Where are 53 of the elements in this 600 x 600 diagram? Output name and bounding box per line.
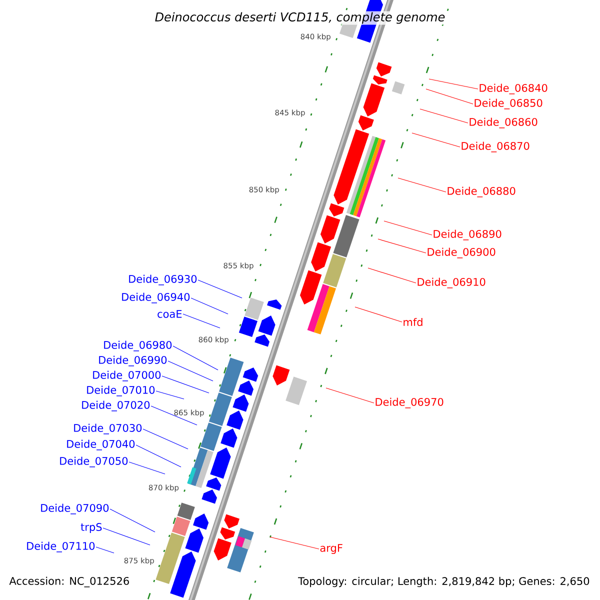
gene-label: Deide_07040: [67, 440, 135, 450]
leader-line: [142, 428, 188, 450]
gene-label: argF: [320, 544, 342, 554]
gene-label: Deide_07020: [82, 400, 150, 412]
gene-label: Deide_07030: [74, 424, 142, 434]
leader-line: [428, 78, 478, 90]
leader-line: [190, 298, 228, 314]
leader-line: [182, 314, 220, 328]
leader-line: [172, 346, 218, 370]
gene-label: Deide_06990: [99, 356, 167, 366]
leader-line: [384, 220, 432, 236]
leader-line: [198, 280, 242, 298]
gene-label: trpS: [80, 523, 102, 533]
gene-label: Deide_07010: [87, 386, 155, 396]
gene-label: mfd: [404, 318, 422, 326]
gene-label: Deide_06870: [462, 142, 530, 152]
leader-line: [354, 306, 402, 322]
gene-label: Deide_06840: [480, 84, 548, 94]
leader-line: [326, 388, 374, 404]
gene-label: Deide_06970: [376, 398, 444, 408]
leader-line: [110, 508, 156, 532]
gene-label: Deide_06860: [470, 118, 538, 128]
gene-label: Deide_07110: [27, 542, 95, 552]
gene-label: Deide_06910: [418, 278, 486, 288]
gene-label: Deide_06930: [129, 274, 197, 286]
genome-summary: Topology: circular; Length: 2,819,842 bp; Genes: 2,650: [297, 576, 591, 588]
leader-line: [128, 462, 166, 474]
leader-line: [162, 376, 210, 394]
leader-line: [426, 88, 474, 104]
leader-line: [420, 108, 468, 124]
accession-note: Accession: NC_012526: [8, 576, 131, 588]
leader-line: [412, 132, 460, 148]
leader-line: [102, 528, 150, 546]
gene-label: coaE: [158, 310, 182, 318]
title: Deinococcus deserti VCD115, complete genome: [154, 11, 446, 25]
leader-line: [96, 546, 114, 554]
gene-label: Deide_06880: [448, 186, 516, 198]
gene-label: Deide_06890: [434, 230, 502, 240]
leader-line: [168, 360, 214, 382]
leader-line: [156, 390, 184, 400]
leader-line: [368, 268, 416, 284]
leader-line: [136, 444, 182, 468]
leader-line: [270, 536, 320, 550]
leader-line: [398, 178, 446, 192]
gene-label: Deide_06940: [122, 292, 190, 304]
leader-line: [378, 238, 426, 254]
gene-label: Deide_06900: [428, 248, 496, 258]
gene-label: Deide_07090: [41, 504, 109, 514]
gene-label: Deide_07050: [60, 456, 128, 468]
gene-label: Deide_06850: [474, 98, 542, 110]
gene-label: Deide_07000: [93, 370, 161, 382]
leader-line: [150, 406, 198, 426]
gene-label: Deide_06980: [104, 340, 172, 352]
